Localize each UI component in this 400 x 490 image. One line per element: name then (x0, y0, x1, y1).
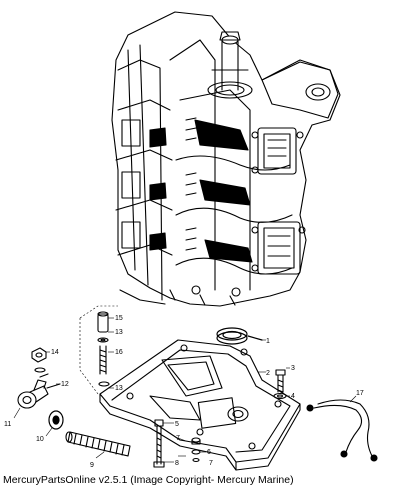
callout-5: 5 (175, 421, 179, 428)
callout-labels: 1 2 3 4 5 6 7 7 8 9 10 11 12 13 13 14 15… (4, 315, 364, 469)
callout-14: 14 (51, 349, 59, 356)
leader-lines (13, 305, 357, 463)
wire-harness-17 (306, 399, 378, 462)
callout-6: 6 (207, 449, 211, 456)
callout-1: 1 (266, 338, 270, 345)
cylinder-block-drawing (111, 11, 341, 307)
threaded-rod-9 (65, 431, 131, 457)
washer-10 (48, 410, 64, 430)
seal-ring-part (216, 327, 263, 345)
callout-12: 12 (61, 381, 69, 388)
callout-4: 4 (291, 393, 295, 400)
callout-16: 16 (115, 349, 123, 356)
end-cap-plate (99, 339, 301, 471)
callout-15: 15 (115, 315, 123, 322)
screw-washer-3-4 (273, 369, 287, 400)
callout-9: 9 (90, 462, 94, 469)
callout-2: 2 (266, 370, 270, 377)
callout-11: 11 (4, 421, 11, 428)
fastener-stack-13-16 (31, 311, 110, 387)
callout-8: 8 (175, 460, 179, 467)
callout-13-lower: 13 (115, 385, 123, 392)
callout-17: 17 (356, 390, 364, 397)
callout-3: 3 (291, 365, 295, 372)
elbow-fitting-11-12 (17, 373, 61, 409)
image-copyright-caption: MercuryPartsOnline v2.5.1 (Image Copyrig… (3, 474, 294, 486)
callout-7-lower: 7 (209, 460, 213, 467)
callout-10: 10 (36, 436, 44, 443)
callout-13-upper: 13 (115, 329, 123, 336)
callout-7-upper: 7 (176, 435, 180, 442)
